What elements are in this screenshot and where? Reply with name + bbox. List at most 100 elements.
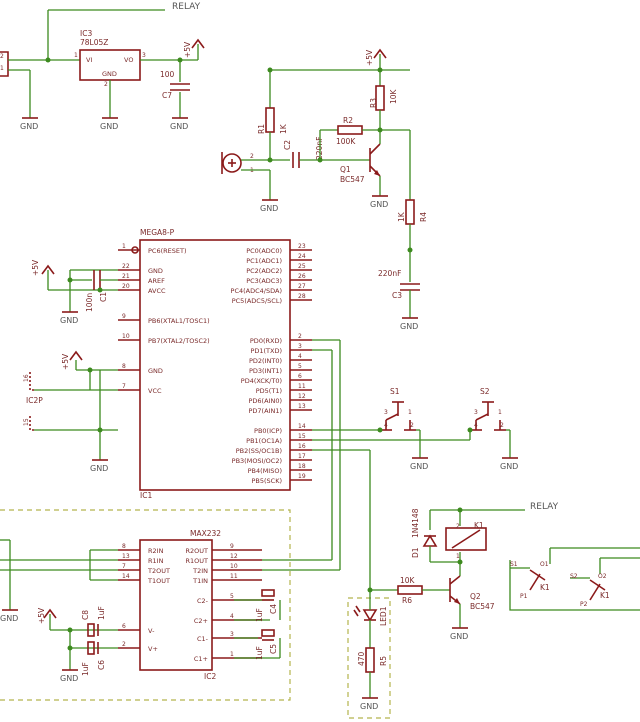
- relay-net-label-top: RELAY: [172, 2, 201, 12]
- svg-text:O1: O1: [540, 561, 549, 568]
- ic2-ref-label: IC2: [204, 672, 216, 681]
- pin-number: 16: [298, 443, 306, 450]
- pin-number: 9: [230, 543, 234, 550]
- pin-label: PC6(RESET): [148, 247, 187, 255]
- pin-label: PB4(MISO): [248, 467, 282, 475]
- svg-text:GND: GND: [260, 204, 278, 213]
- svg-text:4: 4: [384, 422, 388, 429]
- pin-number: 18: [298, 463, 306, 470]
- pin-label: PC1(ADC1): [246, 257, 282, 265]
- pin-label: C1+: [194, 655, 208, 663]
- svg-text:IC2P: IC2P: [26, 396, 43, 405]
- pin-number: 23: [298, 243, 306, 250]
- pin-label: C2-: [197, 597, 209, 605]
- ic1-right-pins: 23PC0(ADC0)24PC1(ADC1)25PC2(ADC2)26PC3(A…: [231, 243, 312, 485]
- svg-text:LED1: LED1: [379, 606, 388, 626]
- ic2-power-pins: 16 15 IC2P: [23, 372, 43, 431]
- pin-number: 7: [122, 383, 126, 390]
- pin-number: 3: [298, 343, 302, 350]
- svg-text:GND: GND: [102, 70, 117, 78]
- svg-text:2: 2: [0, 53, 4, 60]
- pin-label: PC2(ADC2): [246, 267, 282, 275]
- svg-text:1uF: 1uF: [81, 662, 90, 676]
- svg-text:IC3: IC3: [80, 29, 92, 38]
- svg-text:C1: C1: [99, 292, 108, 302]
- microphone-symbol: 2 1: [221, 152, 254, 174]
- pin-number: 13: [298, 403, 306, 410]
- svg-text:C7: C7: [162, 91, 172, 100]
- pin-number: 12: [230, 553, 238, 560]
- pin-label: T2IN: [192, 567, 208, 575]
- pin-label: PD3(INT1): [249, 367, 282, 375]
- pin-label: R2OUT: [186, 547, 209, 555]
- svg-text:GND: GND: [360, 702, 378, 711]
- svg-text:100K: 100K: [336, 137, 356, 146]
- relay-coil-k1: K1 2 1: [445, 521, 487, 560]
- ic2-pin-1: 1C1+: [194, 651, 262, 663]
- svg-text:3: 3: [384, 409, 388, 416]
- svg-text:GND: GND: [100, 122, 118, 131]
- pin-number: 26: [298, 273, 306, 280]
- svg-text:C2: C2: [283, 140, 292, 150]
- pin-label: PB2(SS/OC1B): [236, 447, 282, 455]
- svg-text:10K: 10K: [400, 576, 416, 585]
- pin-number: 3: [230, 631, 234, 638]
- push-button-s2: S2 3 4 1 2: [470, 387, 506, 431]
- pin-number: 8: [122, 543, 126, 550]
- rs232-driver-ic2: MAX232 IC2: [139, 529, 221, 681]
- pin-number: 11: [298, 383, 306, 390]
- resistor-r2: R2 100K: [336, 116, 363, 146]
- pin-label: PB0(ICP): [254, 427, 282, 435]
- pin-number: 6: [298, 373, 302, 380]
- svg-text:C3: C3: [392, 291, 402, 300]
- pin-label: R1OUT: [186, 557, 209, 565]
- svg-text:R6: R6: [402, 596, 412, 605]
- capacitor-c6: 1uF C6: [81, 641, 106, 676]
- resistor-r5: 470 R5: [357, 647, 388, 673]
- pin-label: PB6(XTAL1/TOSC1): [148, 317, 210, 325]
- led-section-frame: [347, 597, 391, 719]
- svg-text:S1: S1: [510, 561, 518, 568]
- ic2-pin-4: 4C2+: [194, 613, 262, 625]
- pin-label: PD6(AIN0): [249, 397, 283, 405]
- svg-text:2: 2: [410, 422, 414, 429]
- svg-text:+5V: +5V: [31, 259, 40, 276]
- pin-number: 22: [122, 263, 130, 270]
- pin-label: V-: [148, 627, 155, 635]
- pin-label: PD5(T1): [256, 387, 282, 395]
- pin-label: T1OUT: [147, 577, 170, 585]
- ic1-part-label: MEGA8-P: [140, 228, 175, 237]
- svg-text:1N4148: 1N4148: [411, 508, 420, 538]
- pin-label: C2+: [194, 617, 208, 625]
- svg-text:3: 3: [142, 52, 146, 59]
- svg-text:1K: 1K: [397, 211, 406, 222]
- pin-label: PD7(AIN1): [249, 407, 283, 415]
- pin-label: T2OUT: [147, 567, 170, 575]
- svg-text:1uF: 1uF: [255, 608, 264, 622]
- svg-text:4: 4: [474, 422, 478, 429]
- pin-label: AVCC: [148, 287, 166, 295]
- svg-text:2: 2: [500, 422, 504, 429]
- pin-number: 19: [298, 473, 306, 480]
- pin-label: PD0(RXD): [250, 337, 282, 345]
- svg-text:GND: GND: [410, 462, 428, 471]
- svg-text:C4: C4: [269, 604, 278, 614]
- pin-number: 24: [298, 253, 306, 260]
